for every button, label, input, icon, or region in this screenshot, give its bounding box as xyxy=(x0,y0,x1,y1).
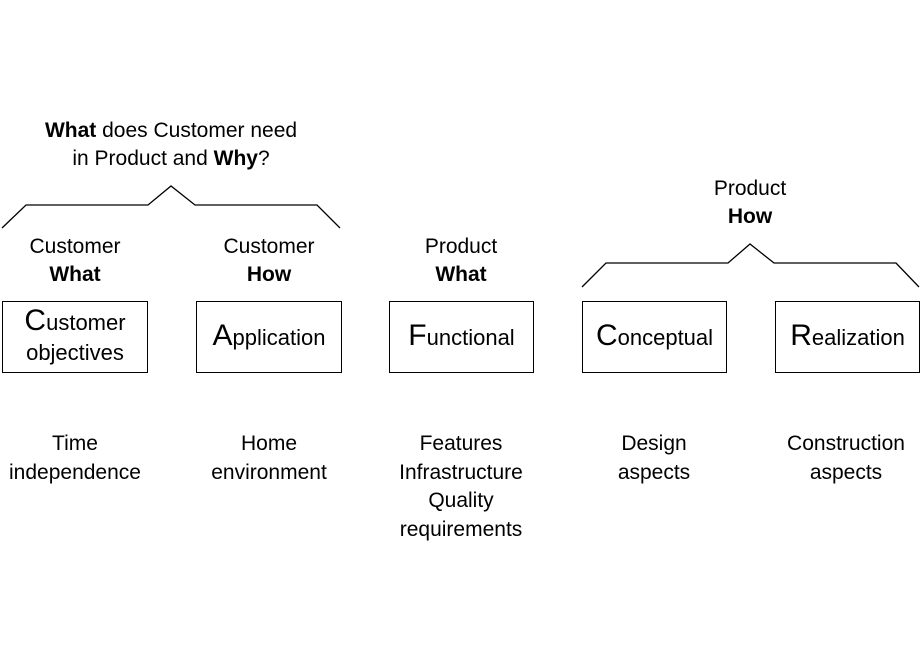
desc-line: aspects xyxy=(809,460,883,484)
header-line1: Customer xyxy=(223,235,315,258)
box-realization: Realization xyxy=(775,301,920,373)
box-title: Realization xyxy=(790,321,905,353)
box-title: Functional xyxy=(408,321,514,353)
product-how-line1: Product xyxy=(713,177,787,200)
header-product-what: Product What xyxy=(386,233,536,289)
desc-line: requirements xyxy=(399,517,523,541)
desc-line: Infrastructure xyxy=(399,460,523,484)
box-rest: onceptual xyxy=(617,325,714,350)
box-application: Application xyxy=(196,301,342,373)
header-customer-how: Customer How xyxy=(194,233,344,289)
box-rest: pplication xyxy=(232,325,326,350)
brace-product-how xyxy=(581,243,920,288)
header-line2: How xyxy=(246,263,292,286)
desc-conceptual: Design aspects xyxy=(579,430,729,487)
desc-line: Time xyxy=(52,432,98,455)
header-line2: What xyxy=(435,263,487,286)
desc-line: Quality xyxy=(428,489,494,512)
why-emphasis: Why xyxy=(213,147,258,170)
desc-line: Design xyxy=(621,432,687,455)
box-rest: unctional xyxy=(426,325,515,350)
header-customer-what: Customer What xyxy=(0,233,150,289)
desc-line: Construction xyxy=(787,432,905,455)
desc-line: aspects xyxy=(617,460,691,484)
header-line1: Product xyxy=(424,235,498,258)
box-rest: ealization xyxy=(811,325,905,350)
desc-functional: Features Infrastructure Quality requirem… xyxy=(383,430,539,544)
what-emphasis: What xyxy=(44,119,97,142)
desc-customer-objectives: Time independence xyxy=(0,430,150,487)
product-how-group-label: Product How xyxy=(660,175,840,231)
desc-line: environment xyxy=(211,460,327,484)
brace-customer xyxy=(1,185,341,229)
box-title-line2: objectives xyxy=(26,340,124,365)
desc-application: Home environment xyxy=(194,430,344,487)
box-initial: F xyxy=(408,319,427,352)
desc-line: Features xyxy=(419,432,503,455)
customer-question: What does Customer need in Product and W… xyxy=(0,117,342,173)
customer-question-line2: in Product and Why? xyxy=(0,145,342,173)
desc-line: independence xyxy=(9,460,141,484)
question-line2-pre: in Product and xyxy=(72,147,214,170)
desc-line: Home xyxy=(240,432,298,455)
customer-question-line1: What does Customer need xyxy=(0,117,342,145)
box-initial: C xyxy=(24,304,47,337)
header-line2: What xyxy=(49,263,101,286)
question-line1-rest: does Customer need xyxy=(96,119,298,142)
box-functional: Functional xyxy=(389,301,534,373)
box-initial: C xyxy=(595,319,618,352)
header-line1: Customer xyxy=(29,235,121,258)
box-initial: A xyxy=(212,319,233,352)
box-title: Customer xyxy=(24,306,125,338)
box-customer-objectives: Customer objectives xyxy=(2,301,148,373)
question-mark: ? xyxy=(257,147,270,170)
box-title: Conceptual xyxy=(596,321,713,353)
box-title: Application xyxy=(213,321,326,353)
box-rest: ustomer xyxy=(46,310,126,335)
desc-realization: Construction aspects xyxy=(772,430,920,487)
box-conceptual: Conceptual xyxy=(582,301,727,373)
box-initial: R xyxy=(790,319,812,352)
product-how-line2: How xyxy=(727,205,773,228)
